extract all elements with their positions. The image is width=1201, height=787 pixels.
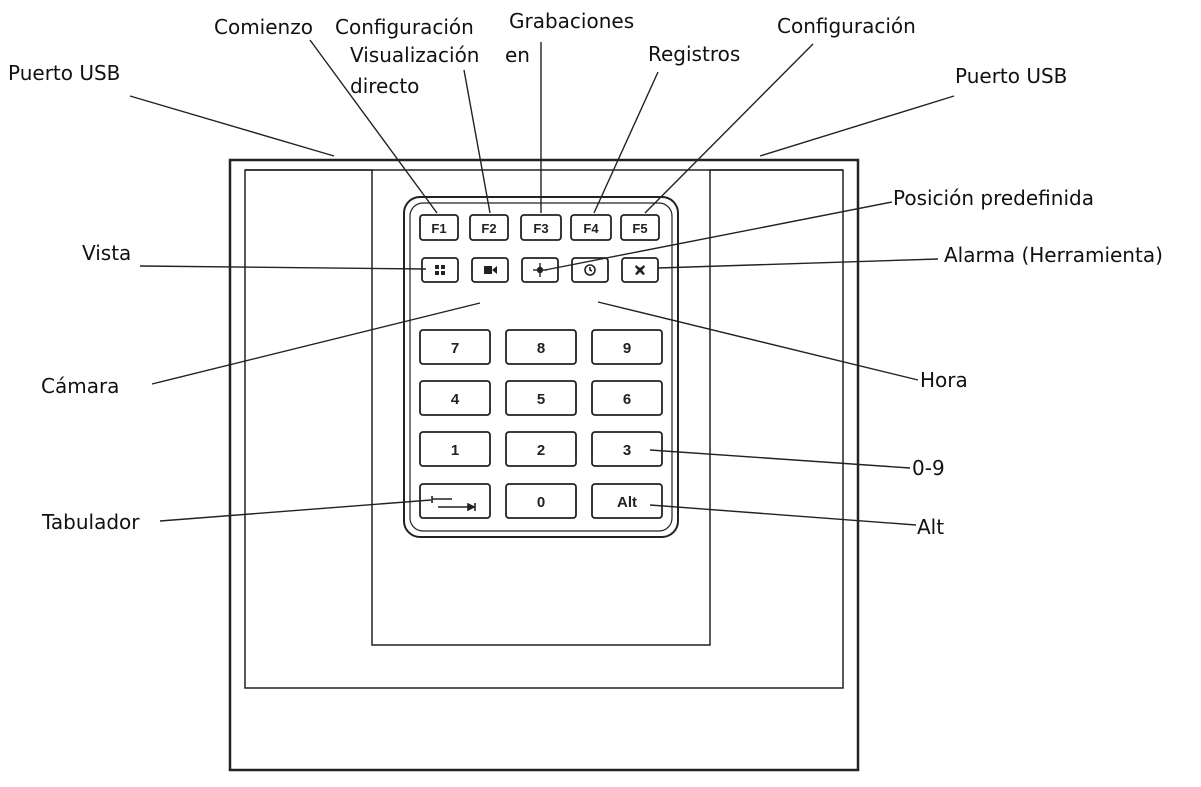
key-4[interactable]	[419, 380, 491, 416]
clock-icon	[584, 264, 596, 276]
key-8[interactable]	[505, 329, 577, 365]
key-5-label: 5	[537, 391, 545, 408]
leader-f5	[644, 43, 814, 214]
leader-alt	[649, 504, 917, 526]
leader-usb-right	[759, 95, 955, 157]
label-registros: Registros	[648, 42, 741, 66]
key-2-label: 2	[537, 442, 545, 459]
leader-f1	[309, 39, 438, 214]
key-f2[interactable]	[469, 214, 509, 241]
leader-preset	[544, 201, 893, 271]
key-3[interactable]	[591, 431, 663, 467]
key-f3-label: F3	[533, 221, 548, 236]
label-digits: 0-9	[912, 456, 945, 480]
leader-f2	[463, 69, 491, 214]
key-f2-label: F2	[481, 221, 496, 236]
key-f1-label: F1	[431, 221, 446, 236]
grid-icon	[435, 265, 445, 275]
key-f5-label: F5	[632, 221, 647, 236]
key-alt-label: Alt	[617, 494, 637, 511]
key-f3[interactable]	[520, 214, 562, 241]
label-camara: Cámara	[41, 374, 120, 398]
label-configuracion: Configuración	[777, 14, 916, 38]
key-6-label: 6	[623, 391, 631, 408]
key-f4[interactable]	[570, 214, 612, 241]
key-7[interactable]	[419, 329, 491, 365]
label-tabulador: Tabulador	[42, 510, 140, 534]
leader-camera	[151, 302, 481, 385]
key-1-label: 1	[451, 442, 459, 459]
label-visualizacion-directo: directo	[350, 74, 420, 98]
key-8-label: 8	[537, 340, 545, 357]
key-0[interactable]	[505, 483, 577, 519]
key-alt[interactable]	[591, 483, 663, 519]
key-1[interactable]	[419, 431, 491, 467]
label-config-top: Configuración	[335, 15, 474, 39]
leader-f4	[593, 71, 659, 214]
leader-time	[597, 301, 919, 381]
device-top-panel	[244, 169, 844, 689]
key-2[interactable]	[505, 431, 577, 467]
crosshair-icon	[533, 263, 547, 277]
leader-usb-left	[129, 95, 335, 157]
key-4-label: 4	[451, 391, 460, 408]
key-f5[interactable]	[620, 214, 660, 241]
leader-digits	[649, 449, 911, 469]
label-usb-left: Puerto USB	[8, 61, 121, 85]
leader-alarm	[657, 258, 939, 269]
key-view[interactable]	[421, 257, 459, 283]
camera-icon	[484, 266, 497, 274]
key-0-label: 0	[537, 494, 545, 511]
key-9-label: 9	[623, 340, 631, 357]
label-visualizacion-en: en	[505, 43, 530, 67]
label-vista: Vista	[82, 241, 132, 265]
key-5[interactable]	[505, 380, 577, 416]
label-hora: Hora	[920, 368, 968, 392]
key-6[interactable]	[591, 380, 663, 416]
left-panel	[245, 169, 843, 646]
tool-icon	[635, 265, 645, 275]
key-tab[interactable]	[419, 483, 491, 519]
label-comienzo: Comienzo	[214, 15, 313, 39]
key-9[interactable]	[591, 329, 663, 365]
label-posicion: Posición predefinida	[893, 186, 1094, 210]
leader-view	[139, 265, 427, 270]
label-usb-right: Puerto USB	[955, 64, 1068, 88]
key-f1[interactable]	[419, 214, 459, 241]
label-grabaciones: Grabaciones	[509, 9, 635, 33]
label-visualizacion: Visualización	[350, 43, 480, 67]
key-7-label: 7	[451, 340, 459, 357]
label-alt: Alt	[917, 515, 945, 539]
key-3-label: 3	[623, 442, 631, 459]
key-f4-label: F4	[583, 221, 599, 236]
tab-arrows-icon	[431, 496, 476, 512]
device-base	[228, 158, 860, 772]
label-alarma: Alarma (Herramienta)	[944, 243, 1163, 267]
leader-tab	[159, 499, 432, 522]
